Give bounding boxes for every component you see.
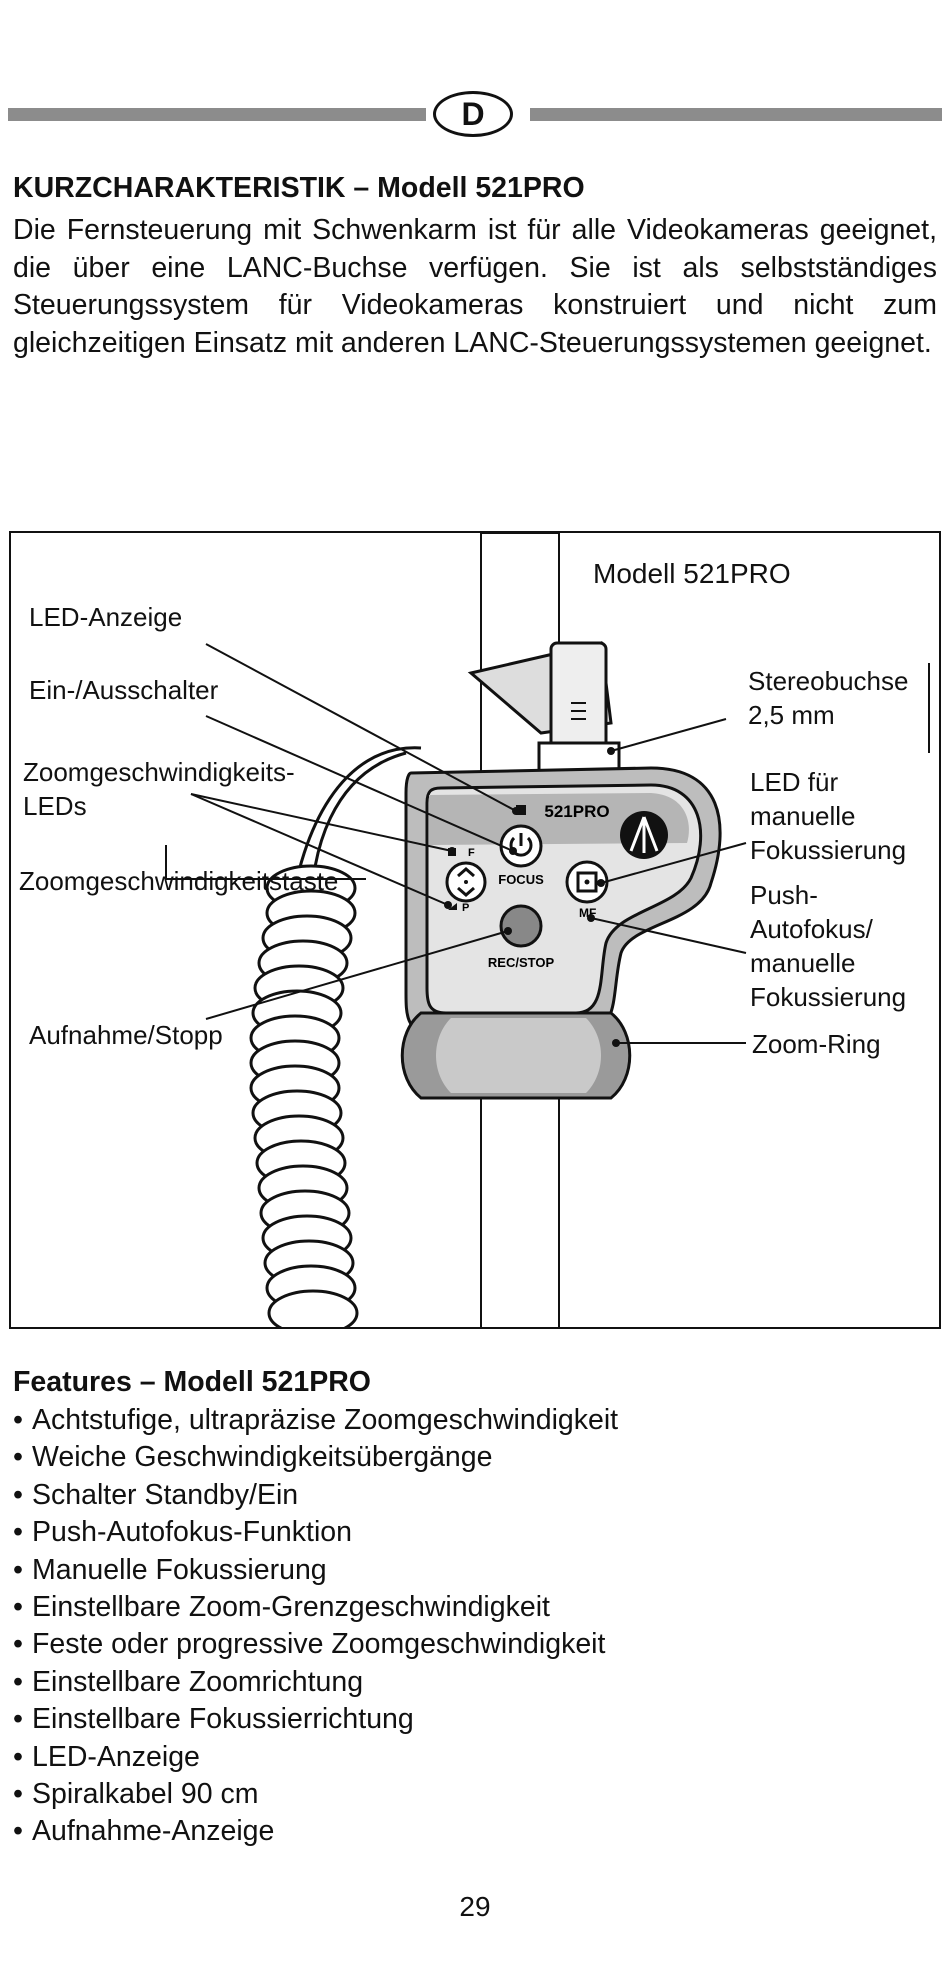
list-item: Aufnahme-Anzeige bbox=[13, 1813, 618, 1850]
device-illustration: FOCUS 521PRO F P REC/STOP MF bbox=[165, 533, 930, 1327]
focus-label: FOCUS bbox=[498, 872, 544, 887]
intro-text: Die Fernsteuerung mit Schwenkarm ist für… bbox=[13, 214, 937, 359]
device-model-label: 521PRO bbox=[544, 802, 609, 821]
coiled-cable bbox=[249, 746, 422, 1327]
features-list: Achtstufige, ultrapräzise Zoomgeschwindi… bbox=[13, 1402, 618, 1851]
device-figure: FOCUS 521PRO F P REC/STOP MF bbox=[9, 531, 941, 1329]
label-push-af-line1: Push- bbox=[750, 880, 818, 910]
intro-title: KURZCHARAKTERISTIK – Modell 521PRO bbox=[13, 172, 585, 204]
label-power-switch: Ein-/Ausschalter bbox=[29, 675, 219, 705]
figure-model-label: Modell 521PRO bbox=[593, 558, 791, 589]
label-zoom-speed-key: Zoomgeschwindigkeitstaste bbox=[19, 866, 339, 896]
label-zoom-leds-line2: LEDs bbox=[23, 791, 87, 821]
language-badge: D bbox=[433, 91, 513, 137]
label-zoom-ring: Zoom-Ring bbox=[752, 1029, 881, 1059]
list-item: Spiralkabel 90 cm bbox=[13, 1776, 618, 1813]
zoom-p-label: P bbox=[462, 902, 469, 914]
list-item: Einstellbare Fokussierrichtung bbox=[13, 1701, 618, 1738]
list-item: Push-Autofokus-Funktion bbox=[13, 1514, 618, 1551]
status-led bbox=[516, 805, 526, 815]
list-item: Manuelle Fokussierung bbox=[13, 1552, 618, 1589]
label-led-mf-line3: Fokussierung bbox=[750, 835, 907, 865]
stereo-plug bbox=[467, 641, 621, 775]
zoom-f-label: F bbox=[468, 847, 475, 859]
label-rec-stop: Aufnahme/Stopp bbox=[29, 1020, 223, 1050]
label-led-mf-line2: manuelle bbox=[750, 801, 856, 831]
label-push-af-line4: Fokussierung bbox=[750, 982, 907, 1012]
rec-stop-button bbox=[499, 904, 543, 948]
label-zoom-leds-line1: Zoomgeschwindigkeits- bbox=[23, 757, 295, 787]
features-title: Features – Modell 521PRO bbox=[13, 1366, 371, 1398]
list-item: Schalter Standby/Ein bbox=[13, 1477, 618, 1514]
page-number: 29 bbox=[459, 1891, 491, 1922]
leader-lines bbox=[165, 643, 747, 1044]
list-item: Einstellbare Zoomrichtung bbox=[13, 1664, 618, 1701]
rec-stop-label: REC/STOP bbox=[488, 955, 555, 970]
list-item: Feste oder progressive Zoomgeschwindigke… bbox=[13, 1626, 618, 1663]
label-led-mf-line1: LED für bbox=[750, 767, 839, 797]
list-item: Einstellbare Zoom-Grenzgeschwindigkeit bbox=[13, 1589, 618, 1626]
list-item: Weiche Geschwindigkeitsübergänge bbox=[13, 1439, 618, 1476]
list-item: Achtstufige, ultrapräzise Zoomgeschwindi… bbox=[13, 1402, 618, 1439]
label-push-af-line3: manuelle bbox=[750, 948, 856, 978]
label-stereo-jack-line1: Stereobuchse bbox=[748, 666, 909, 696]
label-push-af-line2: Autofokus/ bbox=[750, 914, 873, 944]
list-item: LED-Anzeige bbox=[13, 1739, 618, 1776]
header-rule-left bbox=[8, 108, 426, 121]
header-rule-right bbox=[530, 108, 942, 121]
label-led-indicator: LED-Anzeige bbox=[29, 602, 183, 632]
label-stereo-jack-line2: 2,5 mm bbox=[748, 700, 835, 730]
